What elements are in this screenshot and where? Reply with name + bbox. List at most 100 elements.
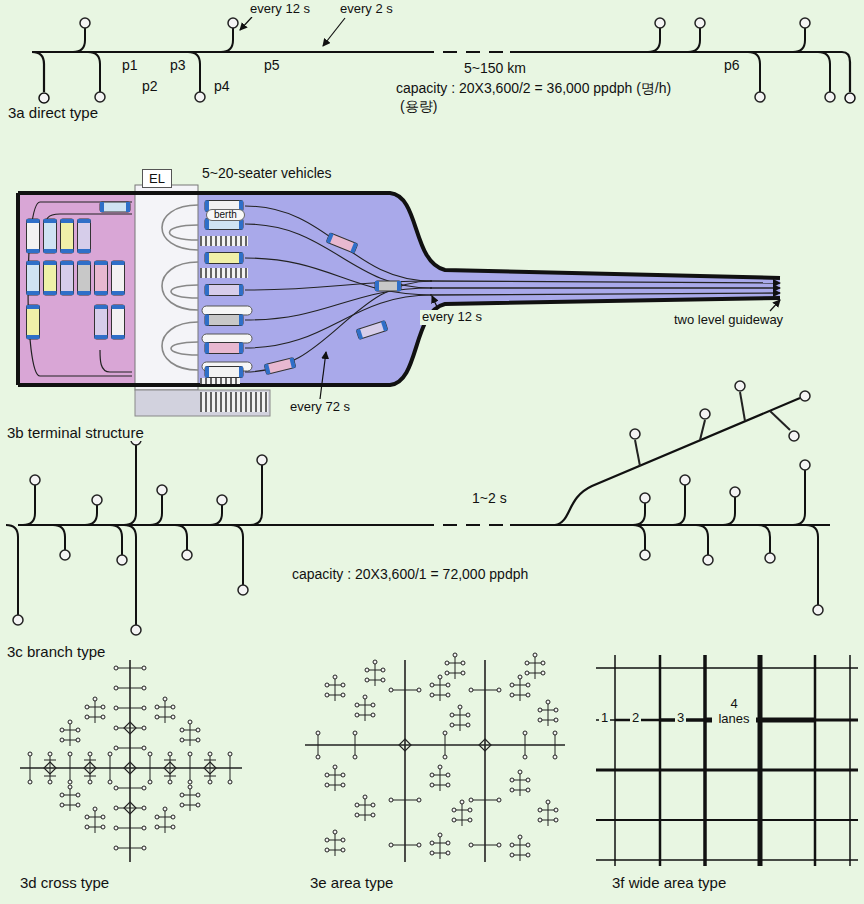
station (700, 409, 710, 419)
spur (221, 28, 233, 52)
spur (748, 52, 760, 92)
vehicle-cap (27, 219, 40, 223)
track (245, 206, 432, 281)
station (525, 671, 529, 675)
station (371, 703, 375, 707)
station (417, 688, 421, 692)
station (469, 798, 473, 802)
junction (204, 762, 216, 774)
station (554, 808, 558, 812)
vehicle-cap (126, 202, 130, 212)
station (13, 615, 23, 625)
station (60, 803, 64, 807)
spur (110, 525, 122, 555)
vehicle (44, 219, 57, 253)
station (257, 455, 267, 465)
station (95, 92, 105, 102)
station (48, 752, 52, 756)
vehicle-body (44, 219, 57, 253)
station (735, 381, 745, 391)
station (180, 728, 184, 732)
track (393, 690, 417, 691)
direct-line (32, 52, 855, 103)
station (76, 728, 80, 732)
station (381, 678, 385, 682)
station (446, 693, 450, 697)
vehicle-body (205, 285, 243, 296)
vehicle-body (27, 219, 40, 253)
distance-label: 5~150 km (462, 60, 528, 76)
track (548, 804, 549, 826)
vehicle-body (95, 261, 108, 295)
figure-caption: 3a direct type (6, 104, 100, 121)
vehicle-cap (27, 291, 40, 295)
vehicle-cap (44, 219, 57, 223)
station (171, 825, 175, 829)
vehicle-cap (112, 291, 125, 295)
station (142, 726, 146, 730)
station (371, 713, 375, 717)
spur (6, 525, 18, 615)
station (60, 728, 64, 732)
station (101, 715, 105, 719)
spur (696, 525, 708, 555)
station (640, 493, 650, 503)
station (217, 495, 227, 505)
station (76, 738, 80, 742)
vehicle-cap (112, 261, 125, 265)
station-label: p1 (120, 57, 140, 73)
track (118, 668, 142, 669)
vehicle-cap (375, 281, 379, 291)
vehicle-cap (205, 253, 209, 264)
station (142, 666, 146, 670)
station (469, 843, 473, 847)
station (341, 783, 345, 787)
station (389, 843, 393, 847)
station (155, 715, 159, 719)
track (700, 420, 705, 440)
vehicle (112, 261, 125, 295)
station (60, 550, 70, 560)
track (393, 845, 417, 846)
station (389, 688, 393, 692)
vehicle (61, 261, 74, 295)
station (155, 825, 159, 829)
station (445, 661, 449, 665)
station (466, 723, 470, 727)
station (389, 798, 393, 802)
station (497, 798, 501, 802)
station (497, 843, 501, 847)
junction (399, 739, 411, 751)
station (180, 793, 184, 797)
station (341, 773, 345, 777)
guideway-label: two level guideway (672, 313, 785, 328)
vehicle-cap (239, 315, 243, 326)
vehicle (112, 305, 125, 339)
station (452, 808, 456, 812)
station (510, 853, 514, 857)
track (355, 735, 356, 755)
spur (793, 470, 805, 525)
station (453, 653, 457, 657)
vehicle-cap (326, 233, 333, 244)
spur (723, 497, 735, 525)
station (171, 815, 175, 819)
station (228, 752, 232, 756)
track (770, 411, 790, 430)
station (195, 92, 205, 102)
vehicle-cap (239, 343, 243, 354)
station (68, 780, 72, 784)
vehicle-cap (27, 249, 40, 253)
vehicle (205, 343, 243, 354)
vehicle-cap (78, 261, 91, 265)
station (695, 18, 705, 28)
station (553, 731, 557, 735)
station (363, 795, 367, 799)
station (554, 718, 558, 722)
figure-caption: 3f wide area type (610, 874, 728, 891)
vehicle-body (78, 261, 91, 295)
track (473, 845, 497, 846)
station (114, 686, 118, 690)
station (510, 843, 514, 847)
